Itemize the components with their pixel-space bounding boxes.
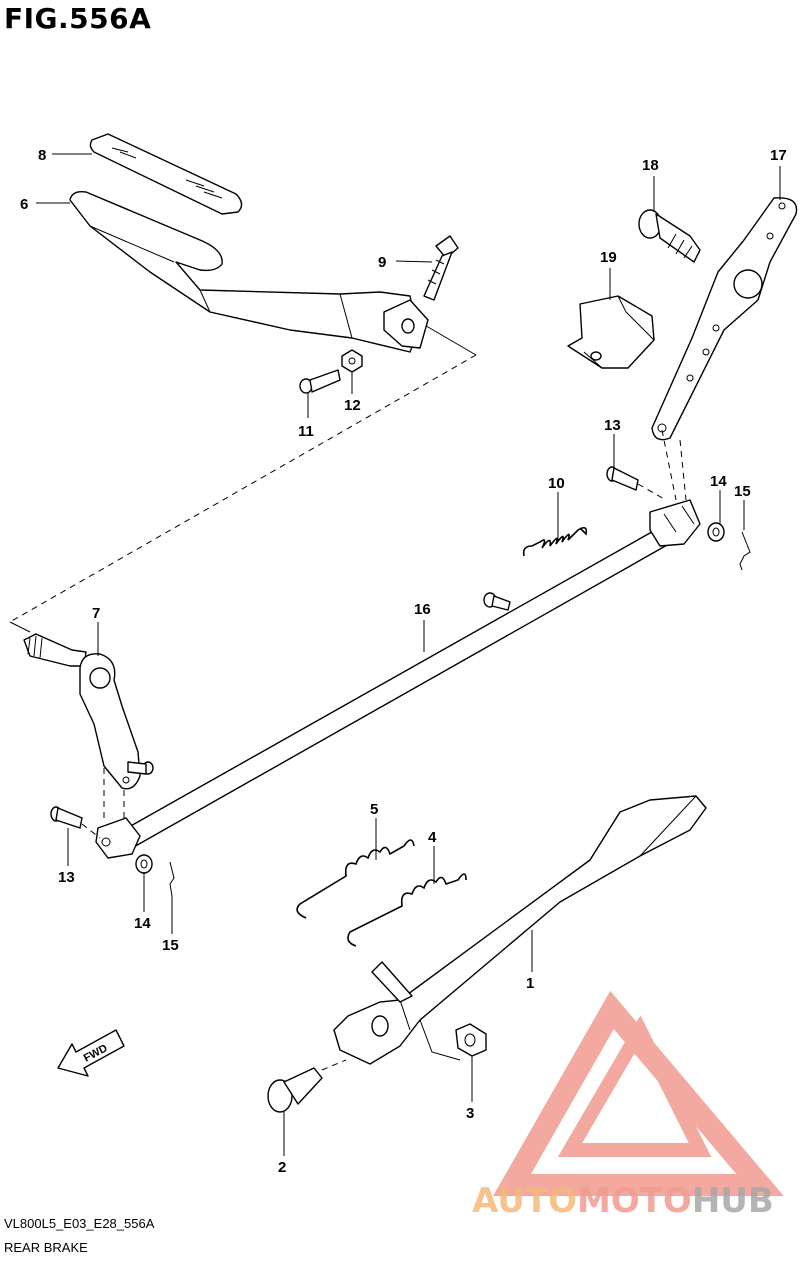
part-8-pedal-rubber xyxy=(89,133,243,215)
figure-title: FIG.556A xyxy=(4,2,152,35)
callout-10: 10 xyxy=(548,475,565,492)
callout-19: 19 xyxy=(600,249,617,266)
figure-code: VL800L5_E03_E28_556A xyxy=(4,1216,155,1231)
part-19-cover xyxy=(567,295,655,369)
callout-18: 18 xyxy=(642,157,659,174)
watermark-word-moto: MOTO xyxy=(577,1181,692,1221)
part-18-pin xyxy=(638,209,701,263)
watermark-word-hub: HUB xyxy=(692,1181,774,1221)
callout-9: 9 xyxy=(378,254,386,271)
callout-14-top: 14 xyxy=(710,473,727,490)
part-2-bolt xyxy=(267,1059,347,1113)
part-15-cotter-pin-bottom xyxy=(169,861,175,897)
callout-16: 16 xyxy=(414,601,431,618)
leader-lines xyxy=(36,153,781,1156)
callout-14-bottom: 14 xyxy=(134,915,151,932)
part-10-spring xyxy=(522,526,588,557)
part-13-pin-bottom xyxy=(50,806,101,839)
part-3-nut xyxy=(455,1023,487,1057)
reference-line xyxy=(9,354,477,623)
callout-6: 6 xyxy=(20,196,28,213)
part-15-cotter-pin-top xyxy=(739,531,751,571)
callout-13-bottom: 13 xyxy=(58,869,75,886)
part-16-brake-shaft xyxy=(119,499,701,849)
part-11-bolt xyxy=(299,369,341,394)
callout-1: 1 xyxy=(526,975,534,992)
callout-labels: 8 6 9 11 12 18 17 19 13 10 14 15 7 16 13… xyxy=(20,147,787,1176)
figure-name: REAR BRAKE xyxy=(4,1240,88,1255)
part-4-spring xyxy=(347,873,467,947)
callout-5: 5 xyxy=(370,801,378,818)
watermark-logo-icon xyxy=(493,990,784,1196)
callout-12: 12 xyxy=(344,397,361,414)
part-14-washer-top xyxy=(707,522,725,542)
callout-17: 17 xyxy=(770,147,787,164)
watermark-word-auto: AUTO xyxy=(472,1181,577,1221)
callout-15-bottom: 15 xyxy=(162,937,179,954)
callout-13-top: 13 xyxy=(604,417,621,434)
fwd-arrow-icon: FWD xyxy=(57,1029,125,1077)
part-12-nut xyxy=(341,349,363,373)
part-6-brake-pedal xyxy=(69,190,429,353)
part-7-brake-lever xyxy=(23,633,154,859)
part-14-washer-bottom xyxy=(135,854,153,874)
callout-11: 11 xyxy=(298,423,314,440)
watermark-wordmark: AUTOMOTOHUB xyxy=(472,1181,774,1221)
part-17-brake-arm xyxy=(651,197,798,501)
callout-2: 2 xyxy=(278,1159,286,1176)
callout-3: 3 xyxy=(466,1105,474,1122)
callout-8: 8 xyxy=(38,147,46,164)
part-9-bolt xyxy=(423,235,459,301)
callout-15-top: 15 xyxy=(734,483,751,500)
part-5-spring xyxy=(296,839,415,919)
part-1-side-stand xyxy=(333,795,707,1065)
callout-7: 7 xyxy=(92,605,100,622)
callout-4: 4 xyxy=(428,829,437,846)
reference-line-end xyxy=(9,621,31,633)
part-13-pin-top xyxy=(606,466,667,501)
